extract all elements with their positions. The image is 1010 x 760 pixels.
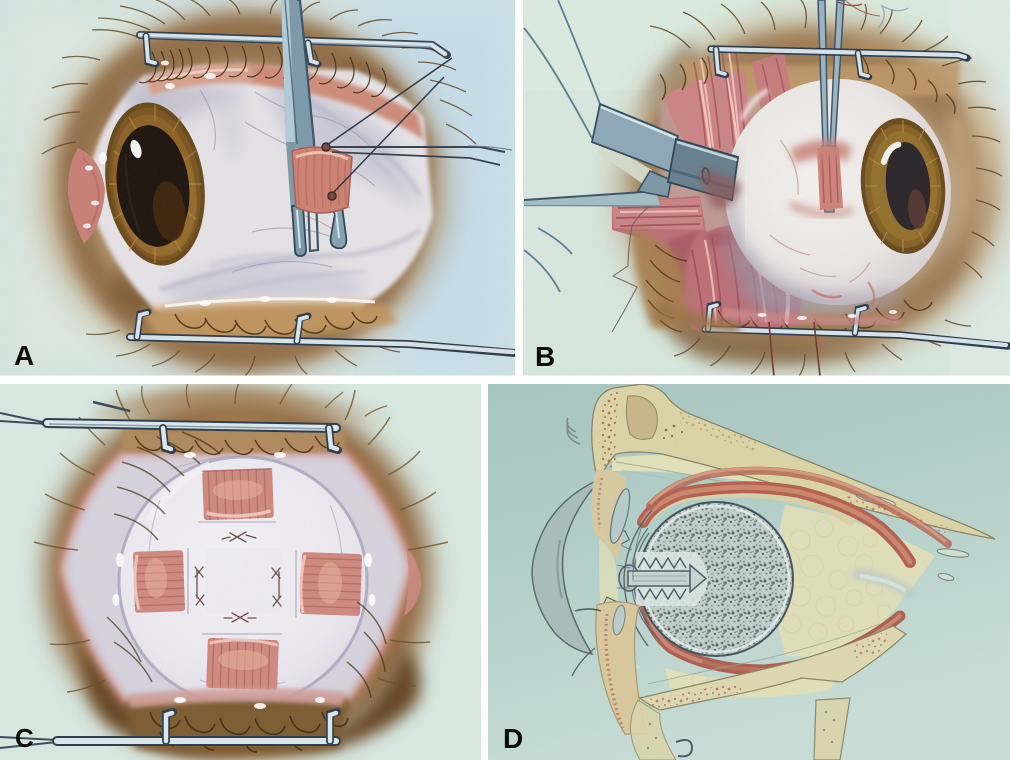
svg-text:D: D: [503, 723, 523, 754]
svg-text:A: A: [14, 340, 34, 371]
svg-text:B: B: [535, 341, 555, 372]
svg-text:C: C: [15, 723, 34, 753]
